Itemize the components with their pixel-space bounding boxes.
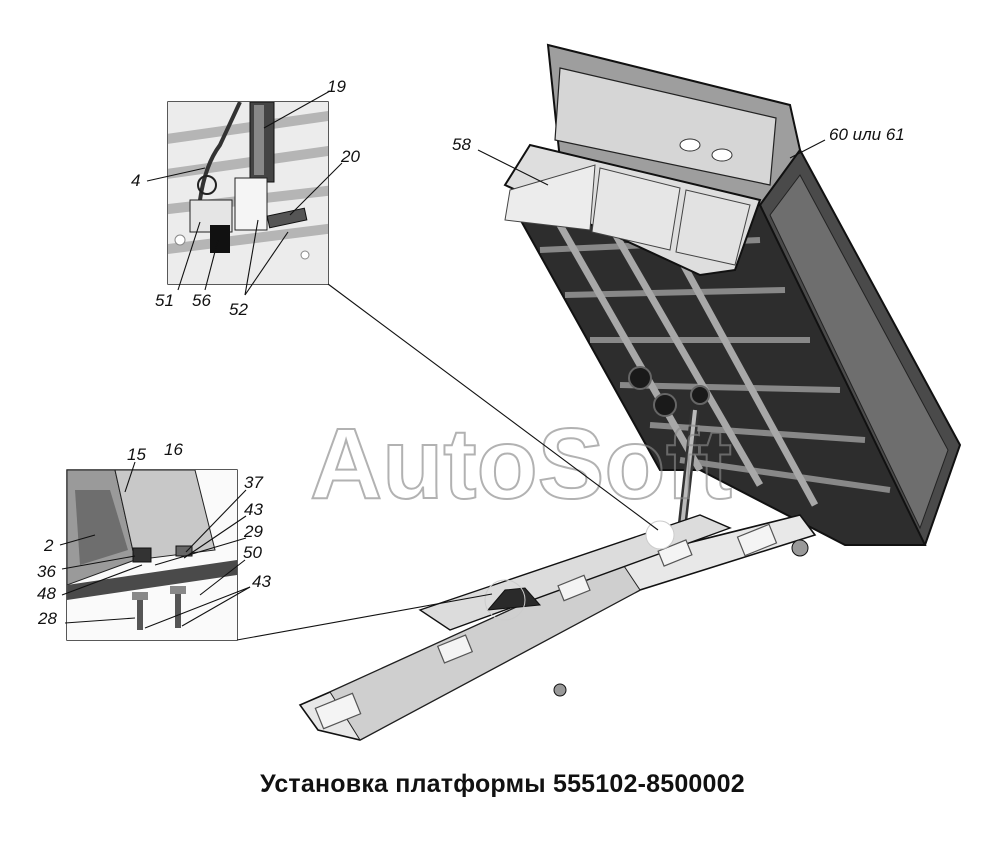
callout-52: 52: [229, 300, 248, 319]
callout-19: 19: [327, 77, 346, 96]
callout-2: 2: [43, 536, 54, 555]
callout-60-or-61: 60 или 61: [829, 125, 905, 144]
callout-16: 16: [164, 440, 183, 459]
callout-56: 56: [192, 291, 211, 310]
callouts-main: 58 60 или 61: [452, 125, 905, 186]
callout-15: 15: [127, 445, 146, 464]
callouts-top-inset: 19 20 4 51 56 52: [131, 77, 360, 319]
inset-bottom-connector: [236, 593, 493, 641]
detail-inset-top: [167, 101, 329, 285]
callout-20: 20: [340, 147, 360, 166]
callout-43b: 43: [252, 572, 271, 591]
detail-inset-bottom: [66, 469, 238, 641]
callout-37: 37: [244, 473, 263, 492]
callout-28: 28: [37, 609, 57, 628]
callout-43a: 43: [244, 500, 263, 519]
callout-58: 58: [452, 135, 471, 154]
callout-36: 36: [37, 562, 56, 581]
callout-4: 4: [131, 171, 140, 190]
chassis-frame: [298, 514, 817, 741]
inset-top-connector: [327, 283, 659, 531]
callout-48: 48: [37, 584, 56, 603]
diagram-title: Установка платформы 555102-8500002: [260, 770, 745, 798]
callout-29: 29: [243, 522, 263, 541]
callout-50: 50: [243, 543, 262, 562]
dump-platform: [503, 43, 962, 546]
callouts-bottom-inset: 15 16 37 43 29 2 36 50 48 43 28: [37, 440, 271, 629]
callout-51: 51: [155, 291, 174, 310]
watermark: AutoSoft: [310, 408, 732, 520]
